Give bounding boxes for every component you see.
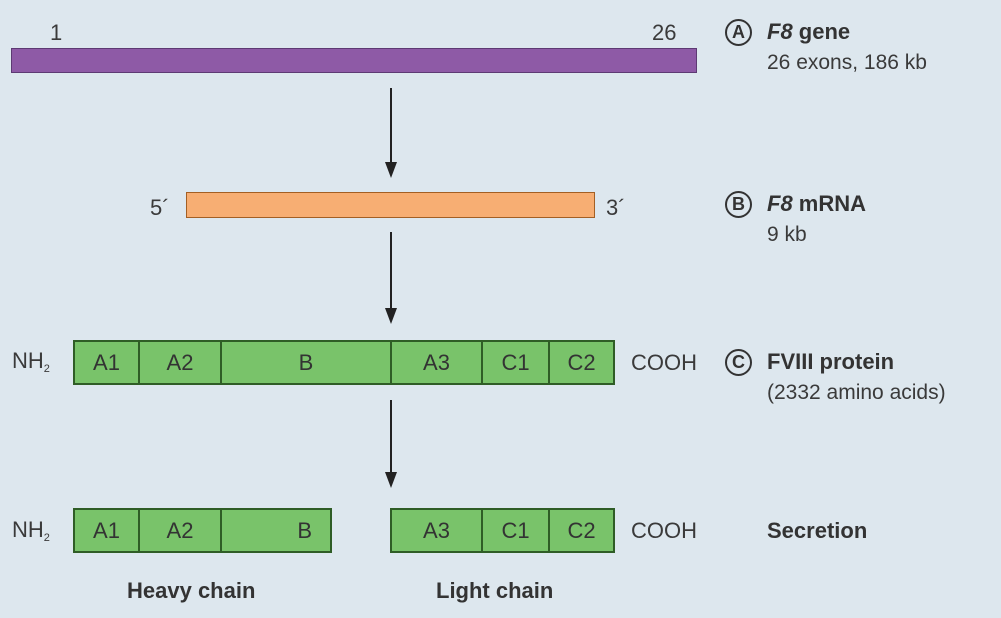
marker-a-icon: A bbox=[725, 19, 752, 46]
heavy-chain-label: Heavy chain bbox=[127, 578, 256, 603]
protein-domain-a2: A2 bbox=[138, 340, 222, 385]
protein-domain-c1: C1 bbox=[481, 340, 550, 385]
light-domain-c1: C1 bbox=[481, 508, 550, 553]
secreted-n-terminus-subscript: 2 bbox=[43, 532, 50, 544]
protein-c-terminus: COOH bbox=[631, 350, 697, 375]
gene-name-italic: F8 bbox=[767, 19, 793, 44]
protein-n-terminus: NH2 bbox=[12, 348, 50, 375]
gene-end-label: 26 bbox=[652, 20, 677, 45]
mrna-five-prime-label: 5´ bbox=[150, 195, 170, 220]
light-domain-c2: C2 bbox=[548, 508, 615, 553]
protein-title: FVIII protein bbox=[767, 349, 895, 374]
mrna-name-italic: F8 bbox=[767, 191, 793, 216]
protein-domain-c2: C2 bbox=[548, 340, 615, 385]
mrna-detail: 9 kb bbox=[767, 223, 807, 246]
arrow-1-line bbox=[390, 88, 392, 164]
protein-n-terminus-subscript: 2 bbox=[43, 363, 50, 375]
mrna-name-rest: mRNA bbox=[792, 191, 867, 216]
arrow-2-line bbox=[390, 232, 392, 310]
light-domain-a3: A3 bbox=[390, 508, 483, 553]
mrna-title: F8 mRNA bbox=[767, 191, 866, 217]
secretion-title: Secretion bbox=[767, 518, 868, 543]
heavy-domain-b: B bbox=[220, 508, 332, 553]
secreted-c-terminus: COOH bbox=[631, 518, 697, 543]
gene-start-label: 1 bbox=[50, 20, 63, 45]
arrow-3-head-icon bbox=[385, 472, 397, 488]
light-chain-label: Light chain bbox=[436, 578, 554, 603]
gene-bar bbox=[11, 48, 697, 73]
protein-domain-b: B bbox=[220, 340, 392, 385]
marker-b-icon: B bbox=[725, 191, 752, 218]
arrow-3-line bbox=[390, 400, 392, 474]
mrna-bar bbox=[186, 192, 595, 218]
gene-name-rest: gene bbox=[792, 19, 851, 44]
gene-title: F8 gene bbox=[767, 19, 850, 45]
gene-detail: 26 exons, 186 kb bbox=[767, 51, 927, 74]
heavy-domain-a2: A2 bbox=[138, 508, 222, 553]
mrna-three-prime-label: 3´ bbox=[606, 195, 626, 220]
protein-detail: (2332 amino acids) bbox=[767, 381, 946, 404]
arrow-1-head-icon bbox=[385, 162, 397, 178]
heavy-domain-a1: A1 bbox=[73, 508, 140, 553]
marker-c-icon: C bbox=[725, 349, 752, 376]
protein-n-terminus-text: NH bbox=[12, 348, 44, 373]
secreted-n-terminus: NH2 bbox=[12, 517, 50, 544]
secreted-n-terminus-text: NH bbox=[12, 517, 44, 542]
arrow-2-head-icon bbox=[385, 308, 397, 324]
protein-domain-a1: A1 bbox=[73, 340, 140, 385]
protein-domain-a3: A3 bbox=[390, 340, 483, 385]
